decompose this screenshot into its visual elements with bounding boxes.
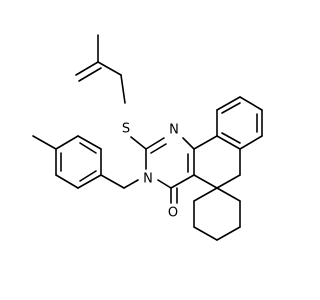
bond-sulfur-c2 [130, 136, 147, 150]
bond-methallyl-c2-ch2 [97, 61, 122, 76]
bond-tolyl-inner-3 [79, 170, 97, 182]
bond-benzo-1 [193, 135, 218, 150]
bond-cyclohexane-1 [216, 187, 241, 202]
bond-cyclohexane-3 [216, 226, 241, 241]
bond-c4a-c4 [170, 174, 195, 189]
bond-c2-n1-double-outer [145, 137, 165, 150]
atom-label-carbonyl-oxygen: O [168, 206, 178, 221]
bond-tolyl-6 [77, 174, 102, 189]
bond-n1-c10b [182, 137, 195, 150]
bond-methallyl-c2-ch2-single [75, 61, 99, 76]
bond-c4-n3 [157, 179, 172, 189]
bond-cyclohexane-6 [193, 187, 218, 202]
atom-label-n3: N [143, 172, 153, 187]
bond-c2-n1-double-inner [150, 143, 167, 154]
bond-benzyl-ch2-aryl [100, 174, 125, 189]
bond-tolyl-inner-1 [79, 142, 97, 154]
atom-label-layer: S N N O [122, 122, 179, 221]
bond-tolyl-3 [55, 135, 79, 150]
atom-label-sulfur: S [122, 122, 130, 137]
bond-n3-benzyl-ch2 [123, 179, 139, 189]
bond-benzo-7 [216, 135, 241, 150]
bond-cyclohexane-4 [193, 226, 218, 241]
bond-benzo-6 [239, 135, 263, 150]
bond-benzo-inner-3 [221, 132, 241, 144]
bond-spiro-c4a [193, 174, 218, 189]
bond-ch2-sulfur [120, 74, 126, 104]
atom-label-n1: N [169, 123, 179, 138]
bond-methallyl-c2-ch2-double [78, 67, 102, 82]
bond-layer [32, 34, 263, 241]
bond-tolyl-5 [55, 174, 79, 189]
molecule-structure: S N N O [32, 34, 263, 241]
bond-benzo-4 [239, 96, 263, 111]
bond-tolyl-methyl [32, 135, 57, 150]
bond-ch2-spiro [216, 174, 241, 189]
bond-tolyl-2 [77, 135, 102, 150]
bond-benzo-3 [216, 96, 241, 111]
bond-benzo-inner-1 [221, 102, 241, 114]
